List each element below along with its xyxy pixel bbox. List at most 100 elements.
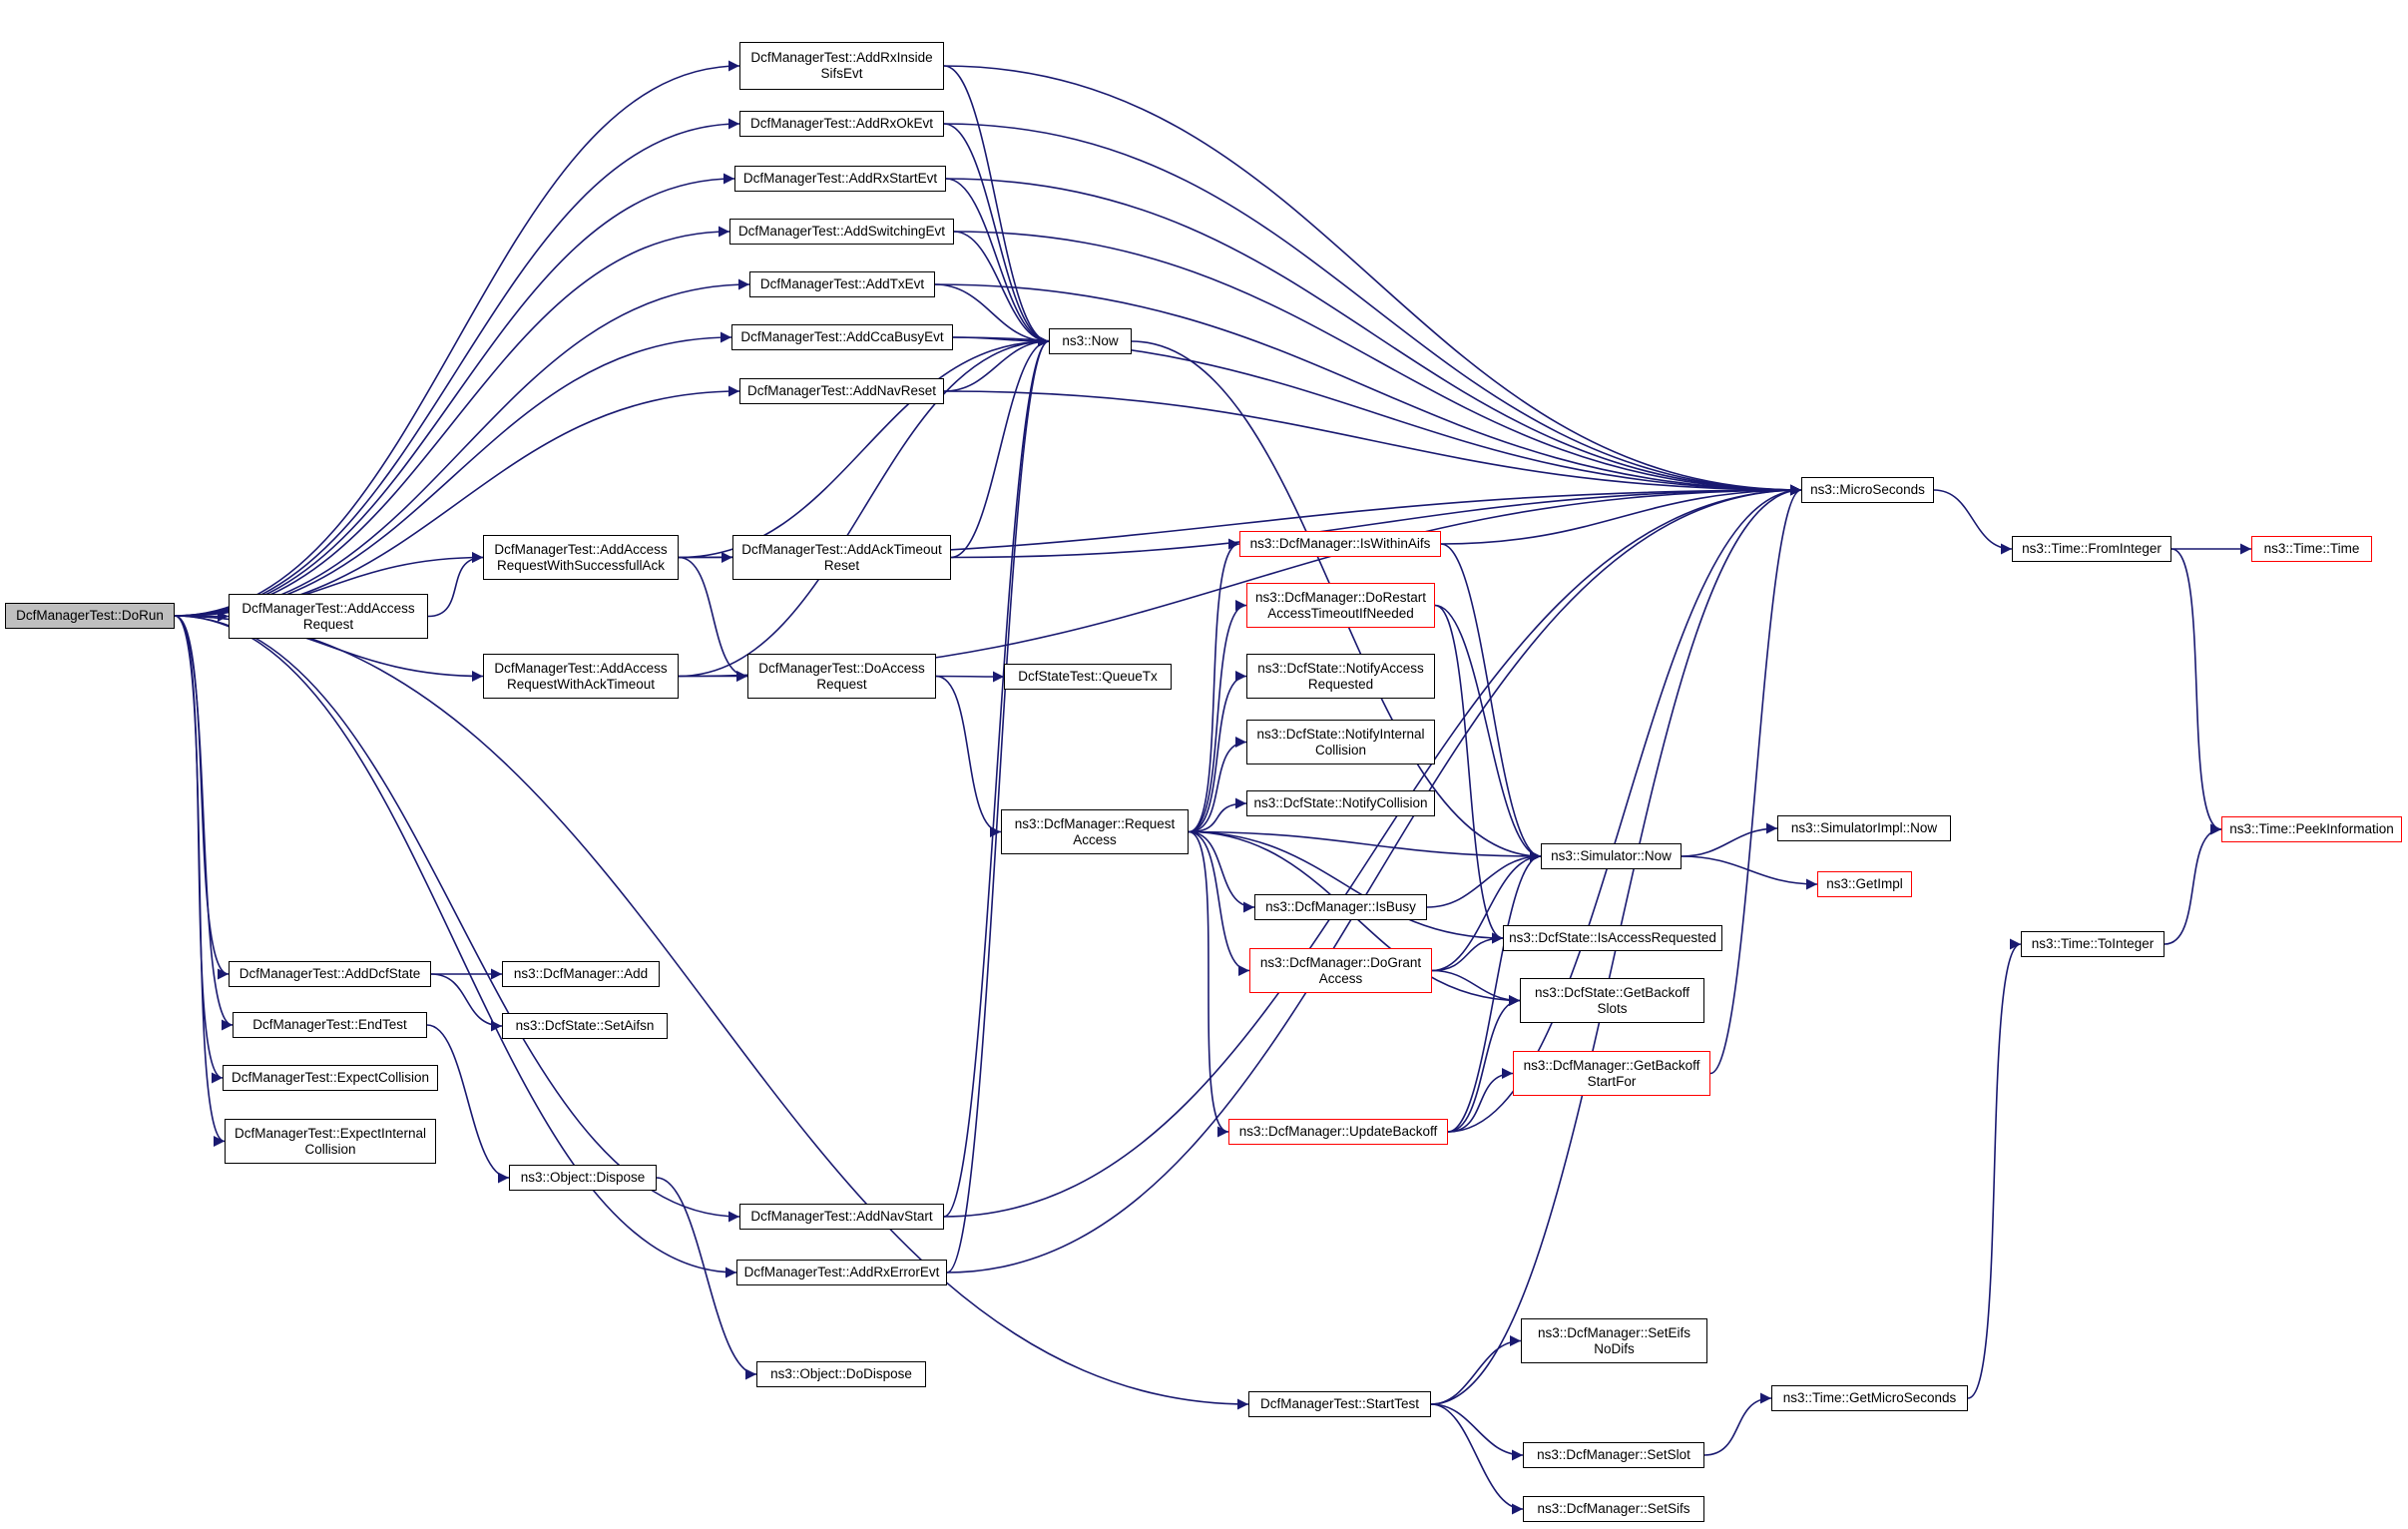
- node-notifycollision[interactable]: ns3::DcfState::NotifyCollision: [1246, 790, 1435, 816]
- edge-requestaccess-to-simulatornow: [1188, 830, 1542, 862]
- edge-adddcfstate-to-setaifsn: [430, 973, 503, 1032]
- edge-getmicroseconds-to-tointeger: [1967, 938, 2022, 1399]
- node-getmicroseconds[interactable]: ns3::Time::GetMicroSeconds: [1771, 1385, 1968, 1411]
- node-dcfmanageradd[interactable]: ns3::DcfManager::Add: [502, 961, 660, 987]
- node-getbackoffstartfor[interactable]: ns3::DcfManager::GetBackoff StartFor: [1513, 1051, 1710, 1096]
- edge-requestaccess-to-dogrant: [1188, 830, 1250, 976]
- edge-frominteger-to-peekinformation: [2170, 548, 2222, 835]
- edge-addswitchingevt-to-microseconds: [953, 231, 1802, 496]
- edge-addrxstartevt-to-now: [945, 178, 1050, 347]
- node-doaccessrequest[interactable]: DcfManagerTest::DoAccess Request: [747, 654, 936, 699]
- edge-addrxerrorevt-to-now: [946, 335, 1050, 1274]
- edge-addtxevt-to-microseconds: [934, 283, 1802, 496]
- node-addrxerrorevt[interactable]: DcfManagerTest::AddRxErrorEvt: [736, 1260, 947, 1285]
- edge-dogrant-to-isaccessrequested: [1431, 932, 1504, 972]
- edge-doaccessrequest-to-requestaccess: [935, 675, 1002, 837]
- edge-dorun-to-endtest: [174, 615, 234, 1031]
- edge-isbusy-to-simulatornow: [1426, 850, 1542, 908]
- node-setslot[interactable]: ns3::DcfManager::SetSlot: [1523, 1442, 1704, 1468]
- node-addaccessacktimeout[interactable]: DcfManagerTest::AddAccess RequestWithAck…: [483, 654, 679, 699]
- node-isaccessrequested[interactable]: ns3::DcfState::IsAccessRequested: [1503, 925, 1722, 951]
- node-expectinternalcollision[interactable]: DcfManagerTest::ExpectInternal Collision: [225, 1119, 436, 1164]
- edge-addaccessacktimeout-to-now: [678, 335, 1050, 678]
- node-setaifsn[interactable]: ns3::DcfState::SetAifsn: [502, 1013, 668, 1039]
- node-seteifsnodifs[interactable]: ns3::DcfManager::SetEifs NoDifs: [1521, 1318, 1707, 1363]
- edge-dogrant-to-simulatornow: [1431, 850, 1542, 972]
- edge-iswithinaifs-to-microseconds: [1440, 484, 1802, 545]
- edge-dorestart-to-isaccessrequested: [1434, 604, 1504, 944]
- edge-requestaccess-to-notifyaccessrequested: [1188, 671, 1247, 833]
- node-addtxevt[interactable]: DcfManagerTest::AddTxEvt: [749, 271, 935, 297]
- edge-simulatornow-to-getimpl: [1681, 855, 1818, 890]
- edge-starttest-to-setsifs: [1430, 1403, 1524, 1515]
- node-notifyinternalcollision[interactable]: ns3::DcfState::NotifyInternal Collision: [1246, 720, 1435, 764]
- edge-dorun-to-starttest: [174, 615, 1249, 1410]
- node-setsifs[interactable]: ns3::DcfManager::SetSifs: [1523, 1496, 1704, 1522]
- node-starttest[interactable]: DcfManagerTest::StartTest: [1248, 1391, 1431, 1417]
- edge-getbackoffstartfor-to-microseconds: [1709, 484, 1802, 1075]
- edge-iswithinaifs-to-simulatornow: [1440, 543, 1542, 862]
- edge-doaccessrequest-to-queuetx: [935, 671, 1005, 683]
- edge-dorun-to-expectinternalcollision: [174, 615, 226, 1147]
- node-frominteger[interactable]: ns3::Time::FromInteger: [2012, 536, 2171, 562]
- edge-addrxinsidesifsevt-to-microseconds: [943, 65, 1802, 496]
- node-iswithinaifs[interactable]: ns3::DcfManager::IsWithinAifs: [1239, 531, 1441, 557]
- edge-simulatornow-to-simulatorimplnow: [1681, 822, 1778, 857]
- node-addnavreset[interactable]: DcfManagerTest::AddNavReset: [739, 378, 944, 404]
- node-peekinformation[interactable]: ns3::Time::PeekInformation: [2221, 816, 2402, 842]
- node-addrxinsidesifsevt[interactable]: DcfManagerTest::AddRxInside SifsEvt: [739, 42, 944, 90]
- node-adddcfstate[interactable]: DcfManagerTest::AddDcfState: [229, 961, 431, 987]
- edge-addacktimeoutreset-to-microseconds: [950, 484, 1802, 559]
- node-objectdispose[interactable]: ns3::Object::Dispose: [509, 1165, 657, 1191]
- edge-addnavreset-to-microseconds: [943, 390, 1802, 496]
- node-dorun: DcfManagerTest::DoRun: [5, 603, 175, 629]
- node-objectdodispose[interactable]: ns3::Object::DoDispose: [756, 1361, 926, 1387]
- edge-addaccesssuccess-to-doaccessrequest: [678, 556, 748, 682]
- node-getbackoffslots[interactable]: ns3::DcfState::GetBackoff Slots: [1520, 978, 1704, 1023]
- edge-addnavstart-to-microseconds: [943, 484, 1802, 1218]
- node-addnavstart[interactable]: DcfManagerTest::AddNavStart: [739, 1204, 944, 1230]
- node-addaccessrequest[interactable]: DcfManagerTest::AddAccess Request: [229, 594, 428, 639]
- edge-starttest-to-setslot: [1430, 1403, 1524, 1461]
- node-now[interactable]: ns3::Now: [1049, 328, 1132, 354]
- node-addswitchingevt[interactable]: DcfManagerTest::AddSwitchingEvt: [729, 219, 954, 245]
- node-tointeger[interactable]: ns3::Time::ToInteger: [2021, 931, 2165, 957]
- edge-microseconds-to-frominteger: [1933, 489, 2013, 555]
- node-dogrant[interactable]: ns3::DcfManager::DoGrant Access: [1249, 948, 1432, 993]
- edge-addnavreset-to-now: [943, 335, 1050, 392]
- edge-addrxinsidesifsevt-to-now: [943, 65, 1050, 347]
- node-notifyaccessrequested[interactable]: ns3::DcfState::NotifyAccess Requested: [1246, 654, 1435, 699]
- node-simulatornow[interactable]: ns3::Simulator::Now: [1541, 843, 1682, 869]
- edge-setslot-to-getmicroseconds: [1703, 1392, 1772, 1456]
- node-isbusy[interactable]: ns3::DcfManager::IsBusy: [1254, 894, 1427, 920]
- node-dorestart[interactable]: ns3::DcfManager::DoRestart AccessTimeout…: [1246, 583, 1435, 628]
- edge-addaccessrequest-to-addaccesssuccess: [427, 552, 484, 618]
- edge-dorestart-to-simulatornow: [1434, 604, 1542, 862]
- node-simulatorimplnow[interactable]: ns3::SimulatorImpl::Now: [1777, 815, 1951, 841]
- node-getimpl[interactable]: ns3::GetImpl: [1817, 871, 1912, 897]
- node-addrxstartevt[interactable]: DcfManagerTest::AddRxStartEvt: [734, 166, 946, 192]
- node-addacktimeoutreset[interactable]: DcfManagerTest::AddAckTimeout Reset: [732, 535, 951, 580]
- node-queuetx[interactable]: DcfStateTest::QueueTx: [1004, 664, 1172, 690]
- node-microseconds[interactable]: ns3::MicroSeconds: [1801, 477, 1934, 503]
- edge-tointeger-to-peekinformation: [2164, 823, 2222, 945]
- edge-dorun-to-addrxstartevt: [174, 173, 735, 617]
- node-expectcollision[interactable]: DcfManagerTest::ExpectCollision: [223, 1065, 438, 1091]
- edge-requestaccess-to-isbusy: [1188, 830, 1255, 913]
- edge-requestaccess-to-notifyinternalcollision: [1188, 737, 1247, 833]
- edge-addrxstartevt-to-microseconds: [945, 178, 1802, 496]
- node-endtest[interactable]: DcfManagerTest::EndTest: [233, 1012, 427, 1038]
- node-addccabusyevt[interactable]: DcfManagerTest::AddCcaBusyEvt: [731, 324, 953, 350]
- node-timetime[interactable]: ns3::Time::Time: [2251, 536, 2372, 562]
- edge-updatebackoff-to-getbackoffstartfor: [1447, 1068, 1514, 1133]
- edge-addacktimeoutreset-to-now: [950, 335, 1050, 559]
- node-addaccesssuccess[interactable]: DcfManagerTest::AddAccess RequestWithSuc…: [483, 535, 679, 580]
- edge-addrxokevt-to-microseconds: [943, 123, 1802, 496]
- node-updatebackoff[interactable]: ns3::DcfManager::UpdateBackoff: [1228, 1119, 1448, 1145]
- node-requestaccess[interactable]: ns3::DcfManager::Request Access: [1001, 809, 1189, 854]
- edge-objectdispose-to-objectdodispose: [656, 1177, 757, 1380]
- edge-requestaccess-to-iswithinaifs: [1188, 538, 1240, 833]
- edge-endtest-to-objectdispose: [426, 1024, 510, 1184]
- node-addrxokevt[interactable]: DcfManagerTest::AddRxOkEvt: [739, 111, 944, 137]
